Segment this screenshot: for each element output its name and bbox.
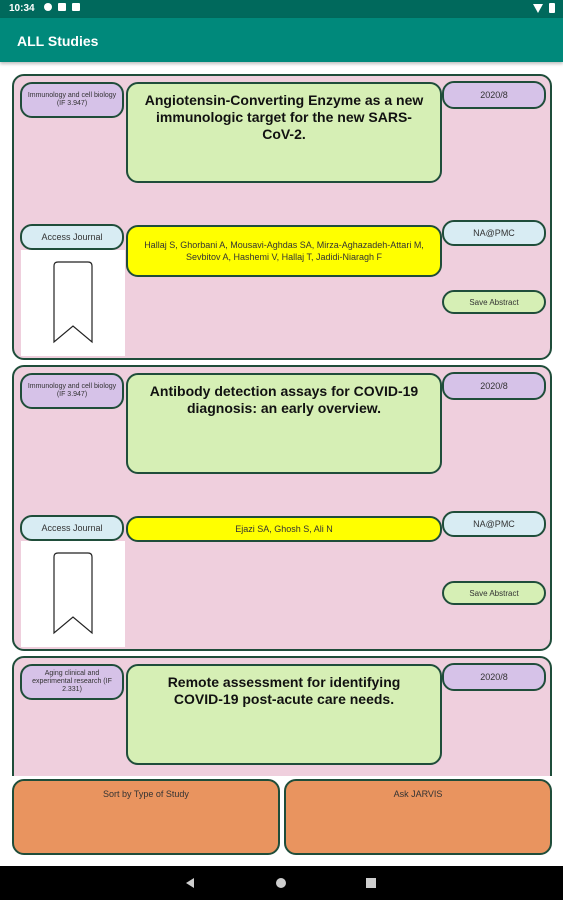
publication-date: 2020/8 bbox=[442, 372, 546, 400]
save-abstract-button[interactable]: Save Abstract bbox=[442, 581, 546, 605]
status-icons bbox=[44, 3, 80, 11]
bookmark-thumbnail[interactable] bbox=[21, 250, 125, 356]
study-title: Antibody detection assays for COVID-19 d… bbox=[126, 373, 442, 474]
status-bar: 10:34 bbox=[0, 0, 563, 18]
journal-label: Immunology and cell biology (IF 3.947) bbox=[20, 82, 124, 118]
media-status-icon bbox=[58, 3, 66, 11]
publication-date: 2020/8 bbox=[442, 663, 546, 691]
navigation-bar bbox=[0, 866, 563, 900]
study-card: Immunology and cell biology (IF 3.947) A… bbox=[12, 74, 552, 360]
study-list[interactable]: Immunology and cell biology (IF 3.947) A… bbox=[12, 74, 552, 776]
study-card: Aging clinical and experimental research… bbox=[12, 656, 552, 776]
app-title: ALL Studies bbox=[17, 33, 99, 49]
pmc-button[interactable]: NA@PMC bbox=[442, 511, 546, 537]
app-bar: ALL Studies bbox=[0, 18, 563, 62]
status-time: 10:34 bbox=[9, 3, 35, 14]
bookmark-icon bbox=[53, 552, 93, 635]
recent-apps-icon[interactable] bbox=[366, 878, 376, 888]
pmc-button[interactable]: NA@PMC bbox=[442, 220, 546, 246]
authors-label: Ejazi SA, Ghosh S, Ali N bbox=[126, 516, 442, 542]
bookmark-icon bbox=[53, 261, 93, 344]
access-journal-button[interactable]: Access Journal bbox=[20, 515, 124, 541]
back-icon[interactable] bbox=[186, 878, 194, 888]
home-icon[interactable] bbox=[276, 878, 286, 888]
journal-label: Aging clinical and experimental research… bbox=[20, 664, 124, 700]
study-title: Angiotensin-Converting Enzyme as a new i… bbox=[126, 82, 442, 183]
ask-jarvis-button[interactable]: Ask JARVIS bbox=[284, 779, 552, 855]
study-card: Immunology and cell biology (IF 3.947) A… bbox=[12, 365, 552, 651]
sort-by-type-button[interactable]: Sort by Type of Study bbox=[12, 779, 280, 855]
study-title: Remote assessment for identifying COVID-… bbox=[126, 664, 442, 765]
journal-label: Immunology and cell biology (IF 3.947) bbox=[20, 373, 124, 409]
wifi-icon bbox=[533, 3, 543, 13]
save-abstract-button[interactable]: Save Abstract bbox=[442, 290, 546, 314]
battery-icon bbox=[549, 3, 555, 13]
authors-label: Hallaj S, Ghorbani A, Mousavi-Aghdas SA,… bbox=[126, 225, 442, 277]
settings-status-icon bbox=[44, 3, 52, 11]
status-right-icons bbox=[533, 3, 555, 13]
access-journal-button[interactable]: Access Journal bbox=[20, 224, 124, 250]
bookmark-thumbnail[interactable] bbox=[21, 541, 125, 647]
sdcard-status-icon bbox=[72, 3, 80, 11]
publication-date: 2020/8 bbox=[442, 81, 546, 109]
